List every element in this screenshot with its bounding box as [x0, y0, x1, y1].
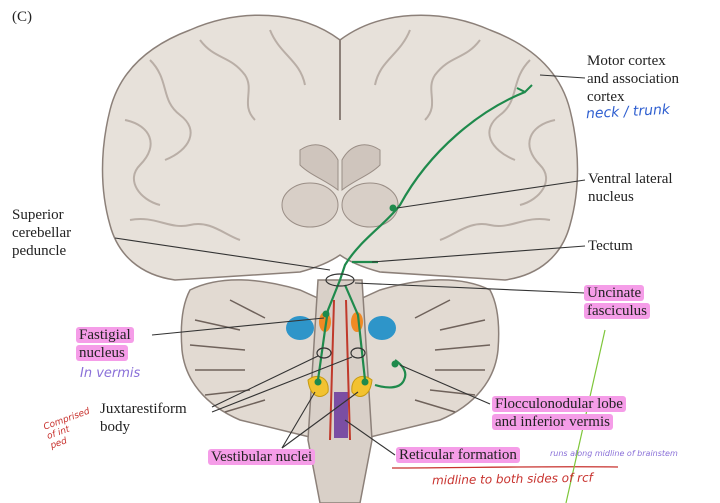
cerebellum: [180, 279, 500, 441]
label-fastigial-nucleus: Fastigial nucleus: [76, 326, 134, 362]
vestibular-nucleus-left: [307, 376, 329, 397]
vestibular-synapse-left: [314, 378, 322, 386]
handwritten-underline-red: [391, 466, 619, 469]
label-superior-cerebellar-peduncle: Superior cerebellar peduncle: [12, 207, 72, 259]
label-reticular-formation: Reticular formation: [396, 446, 520, 464]
gyri-folds: [124, 29, 556, 241]
reticular-formation: [334, 392, 348, 438]
lateral-ventricles: [299, 144, 381, 192]
juxtarestiform-loop-left: [316, 347, 332, 359]
uncinate-loop: [325, 273, 355, 287]
red-pathway: [329, 299, 351, 441]
annotation-midline-both-sides: midline to both sides of rcf: [431, 470, 593, 488]
annotation-midline-brainstem: runs along midline of brainstem: [550, 449, 678, 458]
fastigial-synapse: [322, 310, 330, 318]
leader-lines: [114, 74, 586, 456]
label-uncinate-fasciculus: Uncinate fasciculus: [584, 284, 650, 320]
panel-label: (C): [12, 9, 32, 25]
label-juxtarestiform-body: Juxtarestiform body: [100, 401, 187, 435]
vestibular-synapse-right: [361, 378, 369, 386]
folia: [189, 299, 491, 413]
label-flocculonodular-lobe: Flocculonodular lobe and inferior vermis: [492, 395, 626, 431]
ventral-lateral-synapse: [389, 204, 397, 212]
dentate-nucleus-left: [286, 316, 314, 340]
label-ventral-lateral-nucleus: Ventral lateral nucleus: [588, 171, 673, 205]
label-tectum: Tectum: [588, 238, 633, 254]
label-motor-cortex: Motor cortex and association cortex: [587, 53, 680, 105]
cerebrum: [101, 14, 579, 281]
thalamus-right: [341, 182, 399, 228]
flocculus-synapse: [391, 360, 399, 368]
motor-cortex-terminal: [516, 84, 533, 94]
dentate-nucleus-right: [368, 316, 396, 340]
thalamus-left: [281, 182, 339, 228]
annotation-in-vermis: In vermis: [80, 366, 141, 381]
label-vestibular-nuclei: Vestibular nuclei: [208, 448, 316, 466]
juxtarestiform-loop-right: [350, 347, 366, 359]
